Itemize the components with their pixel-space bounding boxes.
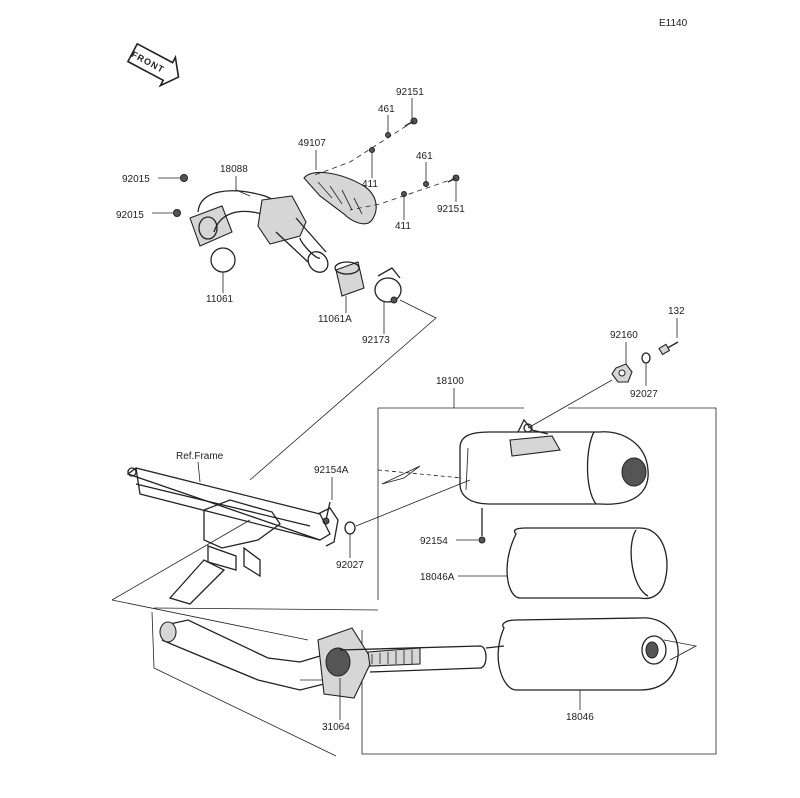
cover-18046 <box>497 617 698 691</box>
label-92027-right: 92027 <box>630 389 658 400</box>
label-411-top: 411 <box>362 179 378 190</box>
label-18100: 18100 <box>436 376 464 387</box>
heat-guard-49107 <box>303 171 377 225</box>
label-92027-left: 92027 <box>336 560 364 571</box>
packing-18046A <box>506 527 668 600</box>
label-18046: 18046 <box>566 712 594 723</box>
label-49107: 49107 <box>298 138 326 149</box>
label-92154: 92154 <box>420 536 448 547</box>
label-132: 132 <box>668 306 685 317</box>
collar-461-mid <box>423 181 429 187</box>
label-92154A: 92154A <box>314 465 349 476</box>
label-18088: 18088 <box>220 164 248 175</box>
washer-92027-right <box>641 352 651 364</box>
nut-92015-bottom <box>173 209 181 217</box>
gasket-11061 <box>210 247 236 273</box>
link-pipe-31064 <box>159 619 505 699</box>
label-18046A: 18046A <box>420 572 455 583</box>
clamp-92173 <box>374 267 402 304</box>
muffler-18100 <box>459 418 649 505</box>
label-11061A: 11061A <box>318 314 352 325</box>
label-31064: 31064 <box>322 722 350 733</box>
rear-frame-ref <box>126 467 339 605</box>
screw-92151-top <box>404 117 418 127</box>
label-411-bottom: 411 <box>395 221 411 232</box>
front-arrow-icon: FRONT <box>126 42 180 88</box>
label-92151-right: 92151 <box>437 204 465 215</box>
label-92160: 92160 <box>610 330 638 341</box>
label-92151-top: 92151 <box>396 87 424 98</box>
grommet-411-top <box>369 147 375 153</box>
gasket-11061A <box>334 261 365 297</box>
bolt-92154 <box>478 508 486 544</box>
bolt-132 <box>658 341 679 356</box>
grommet-411-bottom <box>401 191 407 197</box>
diagram-code: E1140 <box>659 18 688 29</box>
label-92015-top: 92015 <box>122 174 150 185</box>
nut-92160 <box>611 363 633 383</box>
label-92015-bottom: 92015 <box>116 210 144 221</box>
label-461-top: 461 <box>378 104 395 115</box>
header-pipe-18088 <box>189 190 329 273</box>
washer-92027-left <box>344 521 356 535</box>
nut-92015-top <box>180 174 188 182</box>
ref-frame-label: Ref.Frame <box>176 451 224 462</box>
label-11061: 11061 <box>206 294 234 305</box>
label-92173: 92173 <box>362 335 390 346</box>
label-461-mid: 461 <box>416 151 433 162</box>
